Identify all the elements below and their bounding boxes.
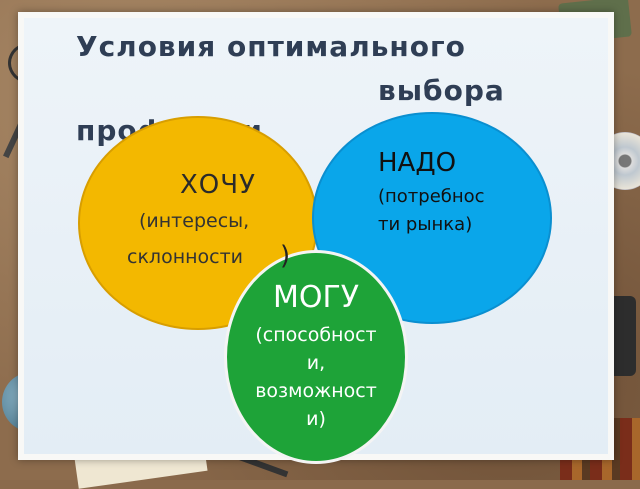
want-label: ХОЧУ: [180, 170, 256, 200]
slide-title-line-2: выбора: [378, 74, 505, 107]
need-label: НАДО: [378, 148, 457, 178]
can-circle: [224, 250, 408, 464]
can-sub-label-4: и): [306, 408, 326, 430]
need-sub-label-2: ти рынка): [378, 214, 473, 235]
can-sub-label-3: возможност: [255, 380, 377, 402]
can-label: МОГУ: [272, 280, 360, 315]
can-sub-label-2: и,: [306, 352, 326, 374]
want-close-paren: ): [280, 241, 291, 271]
want-sub-label-1: (интересы,: [139, 210, 250, 232]
want-sub-label-2: склонности: [127, 246, 244, 268]
need-sub-label-1: (потребнос: [378, 186, 485, 207]
slide-title-line-1: Условия оптимального: [76, 30, 466, 63]
can-sub-label-1: (способност: [255, 324, 377, 346]
